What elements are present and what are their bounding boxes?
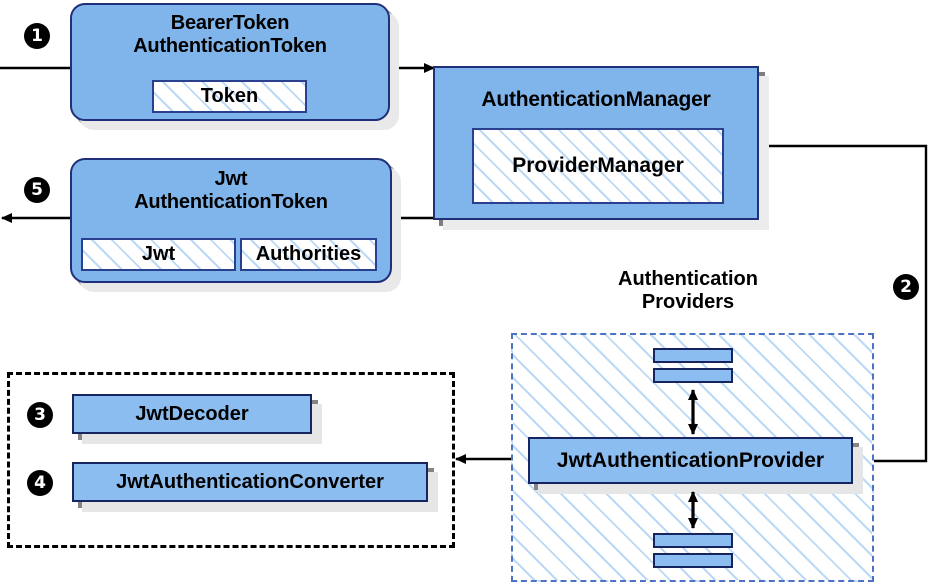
jwt-authentication-converter-label: JwtAuthenticationConverter bbox=[116, 470, 384, 493]
jwt-decoder-label: JwtDecoder bbox=[135, 402, 249, 425]
token-panel[interactable]: Token bbox=[152, 80, 307, 113]
provider-placeholder-top-1 bbox=[653, 348, 733, 363]
jwt-authentication-provider-node[interactable]: JwtAuthenticationProvider bbox=[528, 437, 853, 484]
step-badge-1-number: 1 bbox=[31, 25, 43, 46]
step-badge-2-number: 2 bbox=[900, 276, 912, 297]
authorities-label: Authorities bbox=[255, 243, 362, 265]
bearer-token-title-line2: AuthenticationToken bbox=[133, 35, 327, 57]
step-badge-5: 5 bbox=[24, 177, 50, 203]
bearer-token-authentication-token-node[interactable]: BearerToken AuthenticationToken Token bbox=[70, 3, 390, 121]
step-badge-3-number: 3 bbox=[34, 404, 46, 425]
step-badge-4-number: 4 bbox=[34, 472, 46, 493]
step-badge-5-number: 5 bbox=[31, 179, 43, 200]
authorities-panel[interactable]: Authorities bbox=[240, 238, 377, 271]
jwt-authentication-provider-label: JwtAuthenticationProvider bbox=[556, 448, 825, 472]
connector-manager-to-provider bbox=[759, 144, 928, 466]
token-label: Token bbox=[200, 85, 259, 107]
jwt-decoder-node[interactable]: JwtDecoder bbox=[72, 394, 312, 434]
jwt-authentication-token-node[interactable]: Jwt AuthenticationToken Jwt Authorities bbox=[70, 158, 392, 283]
provider-placeholder-bottom-2 bbox=[653, 553, 733, 568]
step-badge-2: 2 bbox=[893, 274, 919, 300]
jwt-label: Jwt bbox=[141, 243, 176, 265]
providers-group-label-line2: Providers bbox=[641, 291, 735, 313]
step-badge-3: 3 bbox=[27, 402, 53, 428]
providers-group-label-line1: Authentication bbox=[618, 268, 758, 290]
jwt-token-title-line1: Jwt bbox=[214, 168, 248, 190]
authentication-manager-title: AuthenticationManager bbox=[481, 88, 711, 111]
providers-group-label: Authentication Providers bbox=[568, 268, 808, 314]
bearer-token-title: BearerToken AuthenticationToken bbox=[72, 12, 388, 58]
jwt-authentication-converter-node[interactable]: JwtAuthenticationConverter bbox=[72, 462, 428, 502]
jwt-token-title: Jwt AuthenticationToken bbox=[72, 168, 390, 214]
jwt-token-title-line2: AuthenticationToken bbox=[134, 191, 328, 213]
authentication-manager-node[interactable]: AuthenticationManager ProviderManager bbox=[433, 66, 759, 220]
provider-placeholder-bottom-1 bbox=[653, 533, 733, 548]
bearer-token-title-line1: BearerToken bbox=[170, 12, 290, 34]
jwt-panel[interactable]: Jwt bbox=[81, 238, 236, 271]
provider-placeholder-top-2 bbox=[653, 368, 733, 383]
provider-manager-label: ProviderManager bbox=[512, 154, 684, 177]
provider-manager-panel[interactable]: ProviderManager bbox=[472, 128, 724, 204]
step-badge-1: 1 bbox=[24, 23, 50, 49]
step-badge-4: 4 bbox=[27, 470, 53, 496]
jwt-support-group bbox=[7, 372, 455, 548]
